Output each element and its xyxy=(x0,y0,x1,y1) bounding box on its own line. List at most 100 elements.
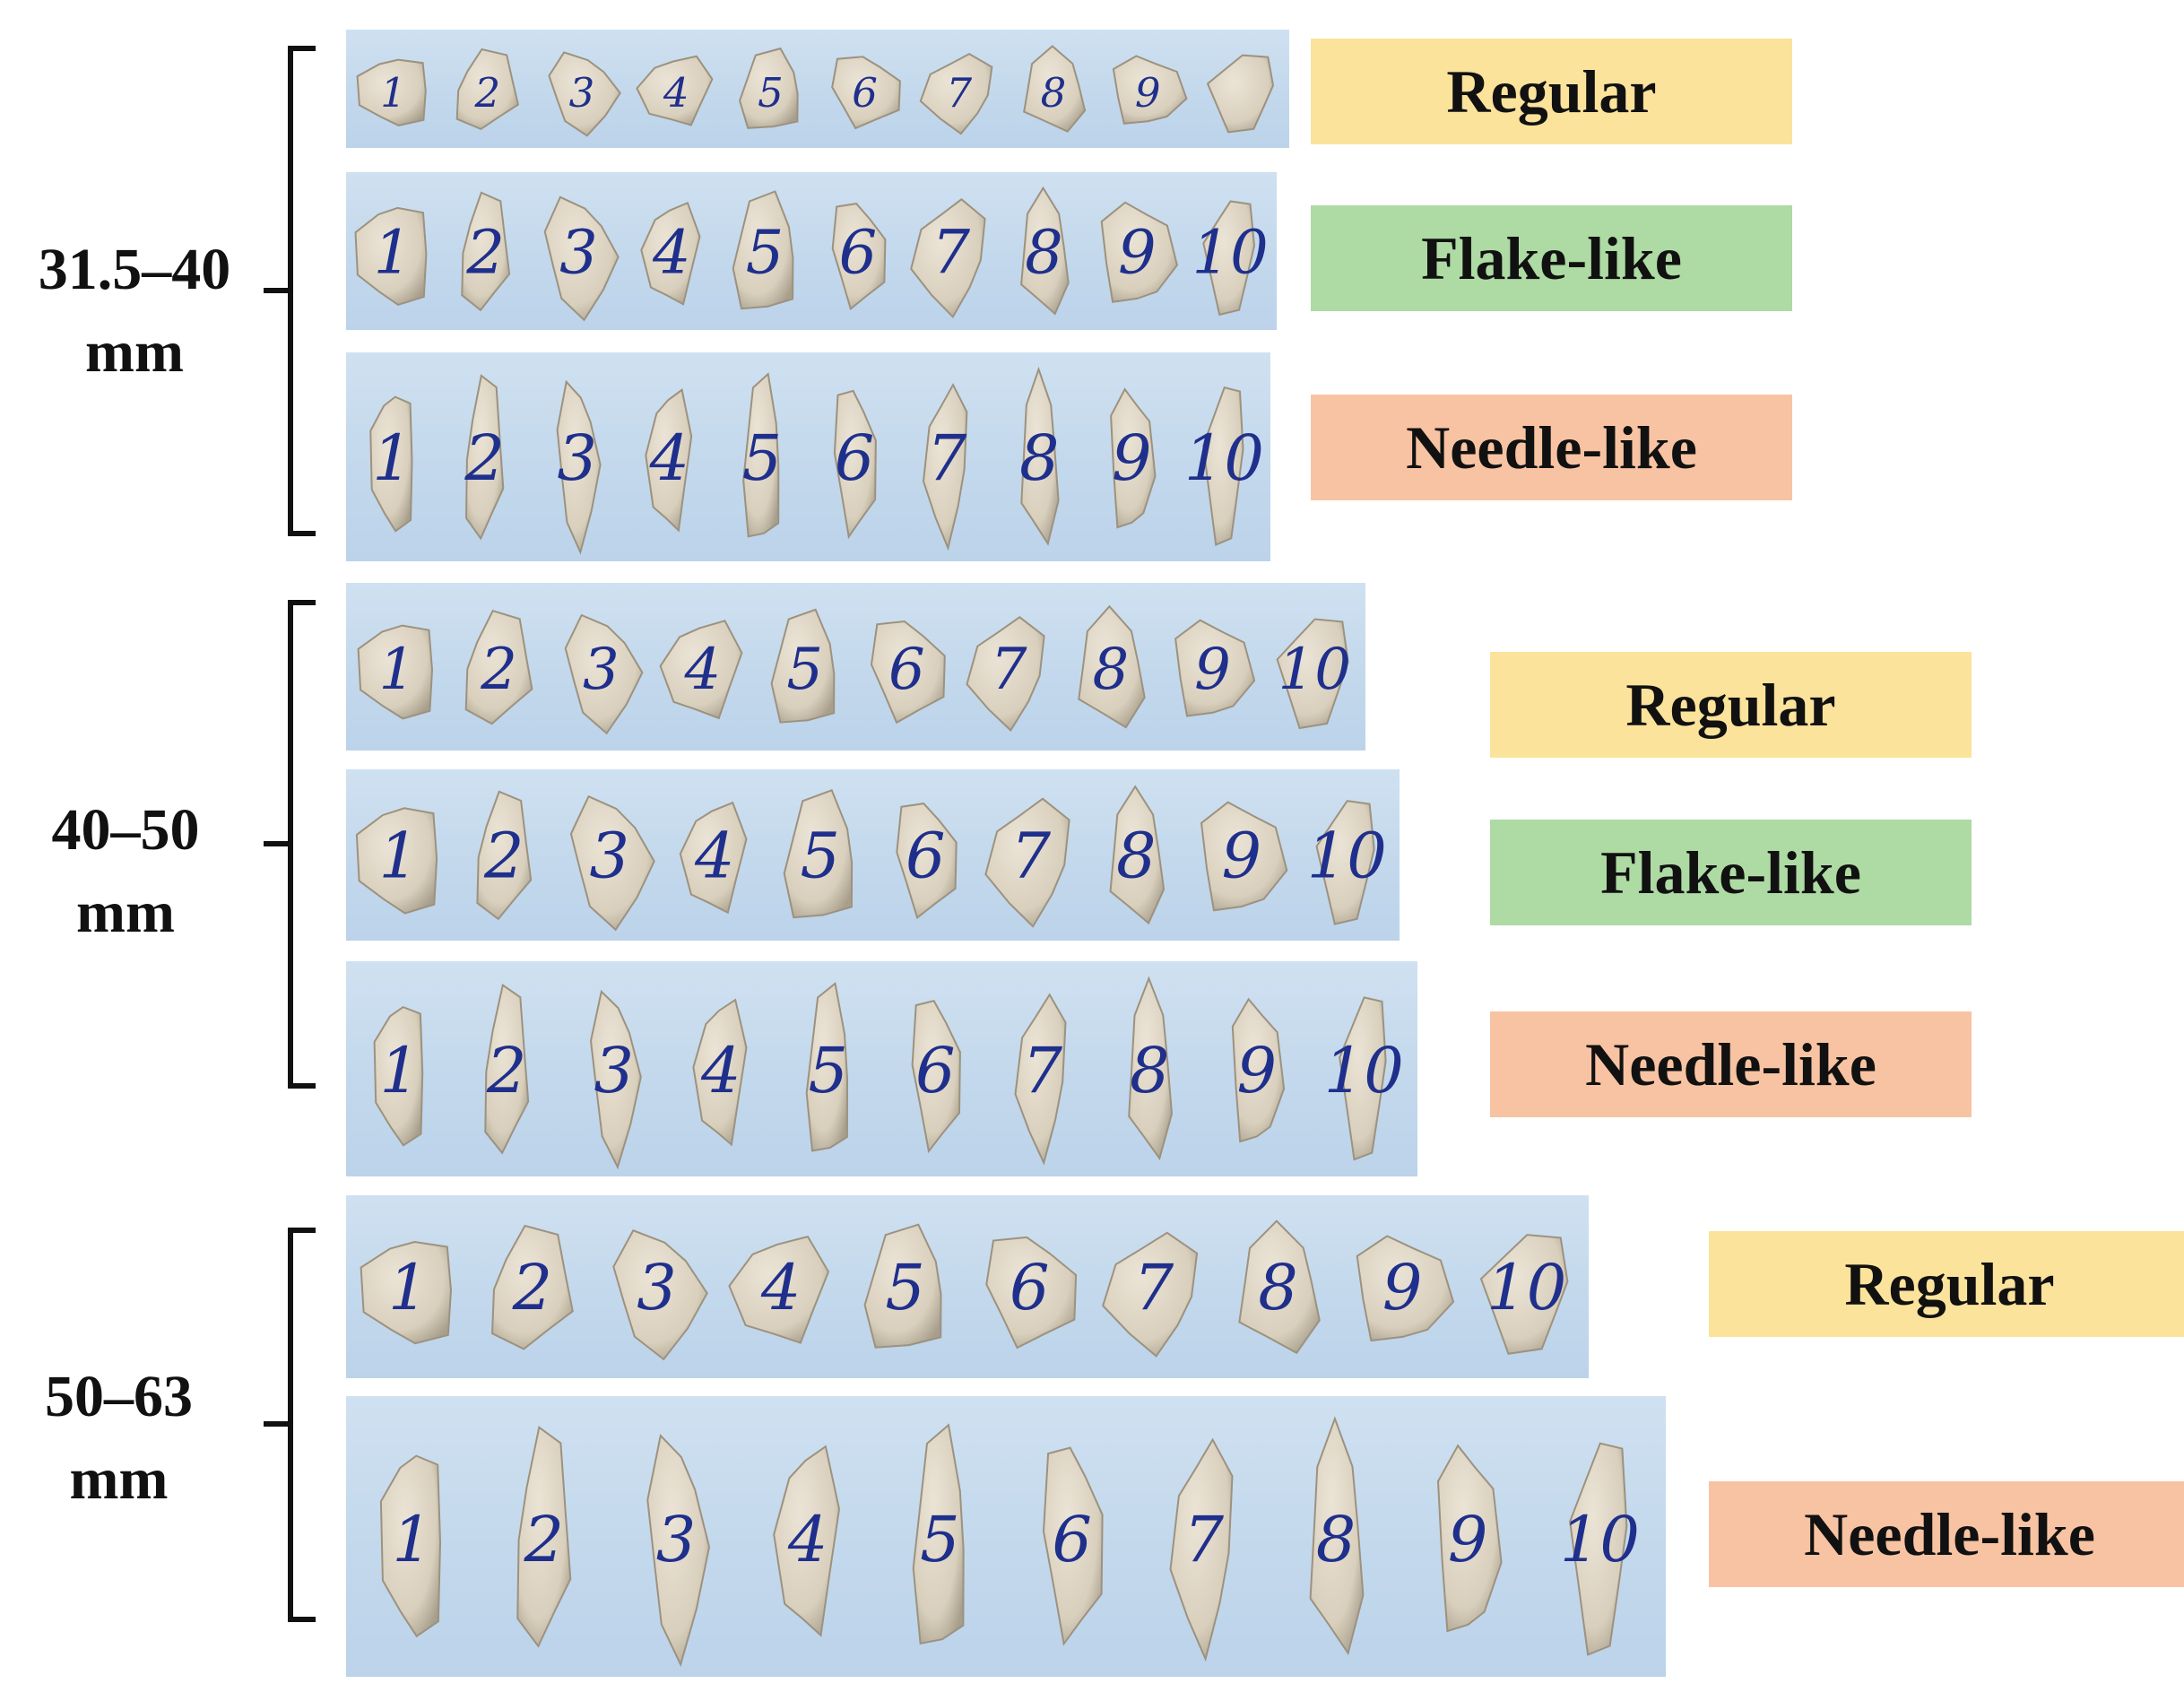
stone-number: 2 xyxy=(473,69,500,117)
aggregate-stone xyxy=(1569,1442,1628,1656)
stone-number: 9 xyxy=(1194,637,1231,703)
aggregate-stone xyxy=(612,1229,708,1361)
aggregate-stone xyxy=(1309,1416,1365,1655)
aggregate-stone xyxy=(1042,1446,1104,1646)
stone-number: 10 xyxy=(1307,819,1387,892)
aggregate-stone xyxy=(773,1445,841,1637)
aggregate-stone xyxy=(831,56,901,130)
stone-number: 1 xyxy=(392,1503,432,1576)
stone-number: 2 xyxy=(512,1251,553,1324)
stone-number: 3 xyxy=(594,1034,635,1107)
stone-number: 5 xyxy=(786,637,823,703)
stone-number: 5 xyxy=(742,421,783,495)
stone-number: 1 xyxy=(379,819,420,892)
aggregate-stone xyxy=(985,1236,1078,1350)
aggregate-stone xyxy=(461,191,511,312)
stone-number: 9 xyxy=(1222,819,1262,892)
stone-number: 5 xyxy=(920,1503,960,1576)
stone-number: 3 xyxy=(656,1503,697,1576)
stone-number: 10 xyxy=(1560,1503,1640,1576)
stone-number: 4 xyxy=(649,421,690,495)
shape-tag-regular: Regular xyxy=(1490,652,1972,758)
bracket-31-5-40 xyxy=(264,46,316,536)
aggregate-stone xyxy=(1169,1437,1234,1662)
stone-number: 4 xyxy=(694,819,735,892)
stone-number: 7 xyxy=(1011,819,1052,892)
aggregate-stone xyxy=(1020,186,1070,316)
aggregate-stone xyxy=(645,388,693,533)
aggregate-stone xyxy=(1014,993,1067,1166)
aggregate-stone xyxy=(863,1223,942,1349)
stone-number: 9 xyxy=(1448,1503,1488,1576)
stone-number: 9 xyxy=(1112,421,1152,495)
stone-number: 1 xyxy=(388,1251,429,1324)
aggregate-stone xyxy=(910,198,986,319)
aggregate-stone xyxy=(356,58,427,126)
stone-number: 5 xyxy=(746,218,784,288)
aggregate-stone xyxy=(1238,1219,1321,1355)
aggregate-stone xyxy=(355,807,438,915)
aggregate-stone xyxy=(783,789,854,919)
aggregate-stone xyxy=(1436,1444,1503,1633)
aggregate-stone xyxy=(728,1235,830,1344)
aggregate-stone xyxy=(379,1454,442,1638)
aggregate-stone xyxy=(742,372,780,538)
stone-number: 6 xyxy=(835,421,875,495)
aggregate-stone xyxy=(464,609,533,725)
stone-number: 8 xyxy=(1092,637,1129,703)
stone-number: 4 xyxy=(652,218,691,288)
stone-number: 4 xyxy=(684,637,722,703)
stone-number: 4 xyxy=(760,1251,802,1324)
aggregate-stone xyxy=(589,989,642,1170)
stone-number: 3 xyxy=(558,421,598,495)
stone-number: 5 xyxy=(758,69,784,117)
stone-number: 9 xyxy=(1118,218,1157,288)
stone-number: 6 xyxy=(1052,1503,1092,1576)
stone-number: 10 xyxy=(1324,1034,1404,1107)
stone-number: 6 xyxy=(888,637,925,703)
stone-number: 6 xyxy=(906,819,946,892)
aggregate-stone xyxy=(476,790,533,921)
aggregate-stone xyxy=(984,797,1070,928)
stone-number: 5 xyxy=(801,819,841,892)
aggregate-stone xyxy=(1231,997,1286,1143)
stone-number: 1 xyxy=(380,1034,420,1107)
aggregate-stone xyxy=(831,203,887,311)
aggregate-stone xyxy=(1020,366,1060,546)
stone-number: 4 xyxy=(787,1503,828,1576)
stone-number: 1 xyxy=(380,69,406,117)
aggregate-stone xyxy=(373,1005,424,1147)
stone-number: 5 xyxy=(885,1251,925,1324)
aggregate-stone xyxy=(564,613,644,735)
aggregate-stone xyxy=(911,1000,961,1154)
stone-number: 10 xyxy=(1278,637,1350,703)
shape-tag-needle-like: Needle-like xyxy=(1709,1481,2184,1587)
stone-number: 8 xyxy=(1316,1503,1356,1576)
size-label-50-63: 50–63 mm xyxy=(45,1364,193,1512)
aggregate-stone xyxy=(739,47,799,129)
aggregate-stone xyxy=(360,1240,453,1345)
aggregate-stone xyxy=(516,1426,572,1648)
aggregate-stone xyxy=(640,201,701,306)
aggregate-stone xyxy=(357,624,434,720)
aggregate-stone xyxy=(1202,200,1256,317)
stone-number: 2 xyxy=(464,421,505,495)
size-label-40-50: 40–50 mm xyxy=(51,797,200,945)
stone-number: 7 xyxy=(946,69,972,117)
stone-number: 1 xyxy=(379,637,416,703)
stone-number: 3 xyxy=(569,69,595,117)
aggregate-stone xyxy=(646,1434,711,1668)
aggregate-stone xyxy=(679,801,748,915)
aggregate-stone xyxy=(966,616,1045,733)
stone-number: 6 xyxy=(1010,1251,1050,1324)
aggregate-stone xyxy=(912,1423,965,1645)
stone-number: 1 xyxy=(372,421,412,495)
aggregate-stone xyxy=(1102,1231,1199,1358)
